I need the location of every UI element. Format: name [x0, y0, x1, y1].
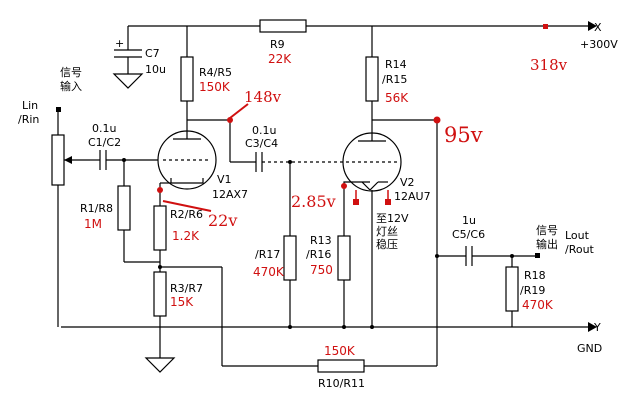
hv-rail — [128, 21, 597, 31]
hv-terminal-label: X — [594, 21, 602, 34]
c5c6-capacitor — [435, 246, 540, 266]
r14r15-value: 56K — [385, 91, 409, 105]
output-label-cn-1: 信号 — [536, 224, 558, 237]
v2-tube — [342, 120, 402, 327]
r13r16-name-1: R13 — [310, 234, 332, 247]
input-label-cn-2: 输入 — [60, 79, 82, 93]
r13r16-name-2: /R16 — [306, 248, 331, 261]
input-label-en-2: /Rin — [18, 113, 39, 126]
v1-cathode-marker — [157, 187, 212, 212]
c3c4-value: 0.1u — [252, 124, 276, 137]
v1-tube — [157, 120, 217, 190]
hv-voltage-marker — [543, 24, 548, 29]
v2-plate-marker — [433, 116, 441, 124]
gnd-label: GND — [577, 342, 602, 355]
hv-voltage: 318v — [530, 56, 568, 74]
v2-cathode-marker — [341, 183, 347, 189]
r18r19-name-2: /R19 — [520, 284, 545, 297]
v1-plate-marker — [227, 103, 249, 123]
r3r7-resistor — [144, 265, 223, 373]
heater-note-3: 稳压 — [376, 237, 398, 251]
r9-resistor — [259, 19, 307, 33]
r10r11-resistor — [222, 359, 437, 373]
heater-note-1: 至12V — [376, 212, 409, 225]
output-label-en-2: /Rout — [565, 243, 595, 256]
c3c4-capacitor — [230, 152, 346, 172]
c7-capacitor: + — [112, 26, 144, 89]
r18r19-name-1: R18 — [524, 269, 546, 282]
r10r11-value: 150K — [324, 344, 356, 358]
r10r11-name: R10/R11 — [318, 377, 365, 390]
r18r19-value: 470K — [522, 298, 554, 312]
v2-type: 12AU7 — [394, 190, 431, 203]
r9-value: 22K — [268, 52, 292, 66]
c3c4-name: C3/C4 — [245, 137, 278, 150]
output-label-cn-2: 输出 — [536, 237, 558, 251]
v1-type: 12AX7 — [212, 188, 248, 201]
c1c2-value: 0.1u — [92, 122, 116, 135]
r2r6-value: 1.2K — [172, 229, 200, 243]
c5c6-name: C5/C6 — [452, 228, 485, 241]
input-terminal — [51, 107, 90, 327]
input-label-en-1: Lin — [22, 99, 38, 112]
r1r8-name: R1/R8 — [80, 202, 113, 215]
r17-resistor — [283, 160, 297, 327]
r17-value: 470K — [253, 265, 285, 279]
r1r8-resistor — [117, 158, 160, 263]
r13r16-value: 750 — [310, 263, 333, 277]
heater-note-2: 灯丝 — [376, 225, 398, 238]
output-label-en-1: Lout — [565, 229, 590, 242]
r2r6-name: R2/R6 — [170, 208, 203, 221]
r18r19-resistor — [505, 254, 519, 327]
r4r5-name: R4/R5 — [199, 66, 232, 79]
r17-name: /R17 — [255, 248, 280, 261]
r3r7-name: R3/R7 — [170, 282, 203, 295]
v1-cathode-voltage: 22v — [208, 211, 237, 230]
gnd-junctions — [288, 325, 374, 329]
gnd-rail — [61, 322, 597, 332]
c1c2-name: C1/C2 — [88, 136, 121, 149]
r1r8-value: 1M — [84, 217, 102, 231]
c1c2-capacitor — [90, 150, 163, 170]
c5c6-value: 1u — [462, 214, 476, 227]
heater-pins — [353, 190, 391, 205]
r4r5-value: 150K — [199, 80, 231, 94]
c7-name: C7 — [145, 47, 160, 60]
c7-value: 10u — [145, 63, 166, 76]
r4r5-resistor — [180, 26, 231, 162]
svg-text:+: + — [115, 37, 124, 50]
hv-voltage-label: +300V — [580, 38, 618, 51]
v2-cathode-voltage: 2.85v — [291, 192, 336, 211]
v2-name: V2 — [400, 176, 415, 189]
v2-plate-voltage: 95v — [444, 123, 483, 147]
r14r15-name-line1: R14 — [385, 58, 407, 71]
r2r6-resistor — [153, 183, 167, 267]
v1-name: V1 — [217, 173, 232, 186]
r14r15-name-line2: /R15 — [382, 73, 407, 86]
r14r15-resistor — [365, 26, 438, 366]
input-label-cn-1: 信号 — [60, 66, 82, 79]
r3r7-value: 15K — [170, 295, 194, 309]
r13r16-resistor — [337, 186, 351, 327]
r9-name: R9 — [270, 38, 285, 51]
gnd-terminal-label: Y — [593, 321, 601, 334]
v1-plate-voltage: 148v — [244, 88, 282, 106]
